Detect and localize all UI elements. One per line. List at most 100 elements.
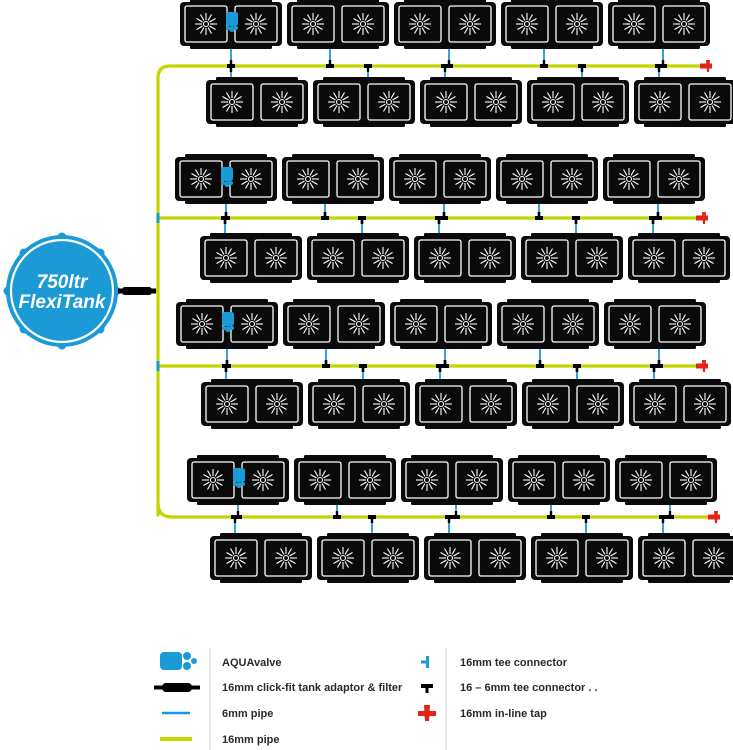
pot-drain-icon xyxy=(511,168,533,190)
pot-drain-icon xyxy=(302,13,324,35)
pot-drain-icon xyxy=(669,313,691,335)
pot-lip xyxy=(399,154,481,159)
pot-tray xyxy=(634,80,733,124)
pot-square xyxy=(255,385,299,423)
pot-square xyxy=(317,83,361,121)
pot-square xyxy=(398,5,442,43)
pot-drain-icon xyxy=(516,13,538,35)
pot-square xyxy=(469,385,513,423)
pot-lip xyxy=(506,154,588,159)
pot-lip xyxy=(424,278,506,283)
inline-tap-icon xyxy=(696,212,708,224)
tee-16-6mm-icon xyxy=(333,511,341,519)
pot-lip xyxy=(292,154,374,159)
pot-square xyxy=(287,305,331,343)
pot-lip xyxy=(639,424,721,429)
pot-square xyxy=(612,5,656,43)
pot-drain-icon xyxy=(332,547,354,569)
pot-drain-icon xyxy=(373,393,395,415)
tee-16-6mm-icon xyxy=(650,364,658,372)
tee-16-6mm-icon xyxy=(359,364,367,372)
pot-drain-icon xyxy=(693,247,715,269)
legend-tee16-label: 16mm tee connector xyxy=(460,657,568,669)
pot-lip xyxy=(197,500,279,505)
pot-square xyxy=(575,239,619,277)
pot-lip xyxy=(399,199,481,204)
pot-lip xyxy=(518,455,600,460)
pot-drain-icon xyxy=(619,313,641,335)
pot-square xyxy=(311,239,355,277)
pot-square xyxy=(669,461,713,499)
pot-lip xyxy=(430,77,512,82)
pot-drain-icon xyxy=(347,168,369,190)
pot-drain-icon xyxy=(416,469,438,491)
planter-pot-icon xyxy=(283,299,385,349)
pot-lip xyxy=(613,154,695,159)
tee-16mm-icon xyxy=(421,656,429,668)
adaptor-body xyxy=(122,287,152,295)
pot-lip xyxy=(511,44,593,49)
pot-square xyxy=(291,5,335,43)
pot-square xyxy=(468,239,512,277)
pot-lip xyxy=(186,299,268,304)
pot-square xyxy=(551,305,595,343)
pot-drain-icon xyxy=(466,469,488,491)
pot-lip xyxy=(614,344,696,349)
tee-16-6mm-icon xyxy=(666,511,674,519)
pot-drain-icon xyxy=(202,469,224,491)
tee-16-6mm-icon xyxy=(368,515,376,523)
tee-16-6mm-icon xyxy=(358,216,366,224)
pot-drain-icon xyxy=(271,91,293,113)
pot-square xyxy=(500,160,544,198)
pot-square xyxy=(562,461,606,499)
pot-drain-icon xyxy=(586,247,608,269)
pot-lip xyxy=(216,77,298,82)
tee-16-6mm-icon xyxy=(364,64,372,72)
pot-drain-icon xyxy=(275,547,297,569)
pot-lip xyxy=(317,233,399,238)
pot-drain-icon xyxy=(668,168,690,190)
planter-pot-icon xyxy=(210,533,312,583)
pot-drain-icon xyxy=(405,313,427,335)
pot-lip xyxy=(323,122,405,127)
planter-pot-icon xyxy=(527,77,629,127)
planter-pot-icon xyxy=(638,533,733,583)
pot-lip xyxy=(625,455,707,460)
tee-16-6mm-icon xyxy=(659,515,667,523)
pot-drain-icon xyxy=(587,393,609,415)
planter-row-group xyxy=(187,455,733,583)
tee-16-6mm-icon xyxy=(440,212,448,220)
inline-tap-icon xyxy=(418,705,436,721)
pot-drain-icon xyxy=(266,393,288,415)
pot-lip xyxy=(507,299,589,304)
pot-drain-icon xyxy=(618,168,640,190)
pot-square xyxy=(657,160,701,198)
pot-lip xyxy=(537,122,619,127)
inline-tap-icon xyxy=(700,60,712,72)
pot-square xyxy=(393,160,437,198)
pot-drain-icon xyxy=(699,91,721,113)
pot-drain-icon xyxy=(221,91,243,113)
pot-drain-icon xyxy=(480,393,502,415)
pot-lip xyxy=(638,233,720,238)
pot-drain-icon xyxy=(215,247,237,269)
pot-lip xyxy=(531,233,613,238)
pot-lip xyxy=(424,233,506,238)
planter-pot-icon xyxy=(307,233,409,283)
pot-square xyxy=(608,305,652,343)
pot-lip xyxy=(318,424,400,429)
tee-16-6mm-icon xyxy=(445,515,453,523)
pot-drain-icon xyxy=(459,13,481,35)
pot-drain-icon xyxy=(359,469,381,491)
pot-lip xyxy=(318,379,400,384)
planter-pot-icon xyxy=(603,154,705,204)
pot-square xyxy=(683,385,727,423)
pot-drain-icon xyxy=(298,313,320,335)
pot-lip xyxy=(220,578,302,583)
pot-lip xyxy=(638,278,720,283)
pot-drain-icon xyxy=(190,168,212,190)
pot-square xyxy=(633,385,677,423)
pot-square xyxy=(535,539,579,577)
pot-lip xyxy=(639,379,721,384)
pot-square xyxy=(550,160,594,198)
